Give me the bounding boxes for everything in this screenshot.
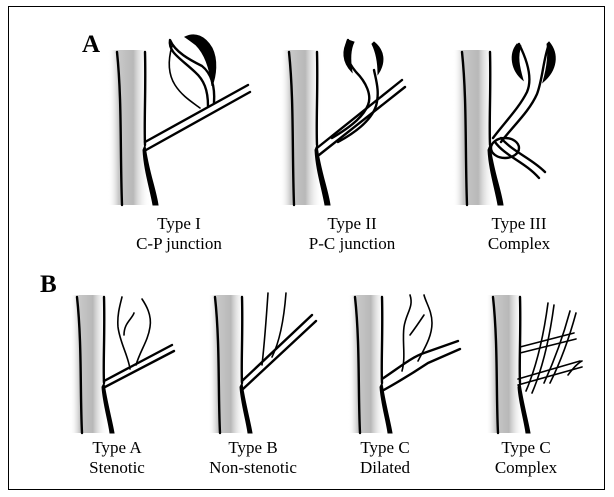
panel-a-label: A bbox=[82, 32, 100, 57]
diagram-type-i bbox=[100, 30, 260, 205]
caption-title: Type C bbox=[451, 438, 601, 458]
diagram-type-c-complex bbox=[478, 283, 608, 433]
caption-subtitle: Stenotic bbox=[42, 458, 192, 478]
caption-type-a: Type A Stenotic bbox=[42, 438, 192, 478]
caption-subtitle: Non-stenotic bbox=[178, 458, 328, 478]
caption-type-i: Type I C-P junction bbox=[104, 214, 254, 254]
caption-subtitle: P-C junction bbox=[277, 234, 427, 254]
panel-b-label: B bbox=[40, 272, 57, 297]
caption-title: Type C bbox=[310, 438, 460, 458]
caption-title: Type III bbox=[444, 214, 594, 234]
caption-type-iii: Type III Complex bbox=[444, 214, 594, 254]
caption-type-c-complex: Type C Complex bbox=[451, 438, 601, 478]
caption-type-c-dilated: Type C Dilated bbox=[310, 438, 460, 478]
caption-subtitle: Dilated bbox=[310, 458, 460, 478]
diagram-type-iii bbox=[445, 30, 605, 205]
diagram-type-a-stenotic bbox=[62, 283, 192, 433]
caption-subtitle: Complex bbox=[451, 458, 601, 478]
caption-title: Type B bbox=[178, 438, 328, 458]
caption-title: Type I bbox=[104, 214, 254, 234]
diagram-type-b-nonstenotic bbox=[200, 283, 330, 433]
caption-subtitle: Complex bbox=[444, 234, 594, 254]
diagram-type-ii bbox=[272, 30, 432, 205]
caption-title: Type A bbox=[42, 438, 192, 458]
caption-type-b: Type B Non-stenotic bbox=[178, 438, 328, 478]
caption-title: Type II bbox=[277, 214, 427, 234]
caption-subtitle: C-P junction bbox=[104, 234, 254, 254]
diagram-type-c-dilated bbox=[340, 283, 470, 433]
caption-type-ii: Type II P-C junction bbox=[277, 214, 427, 254]
